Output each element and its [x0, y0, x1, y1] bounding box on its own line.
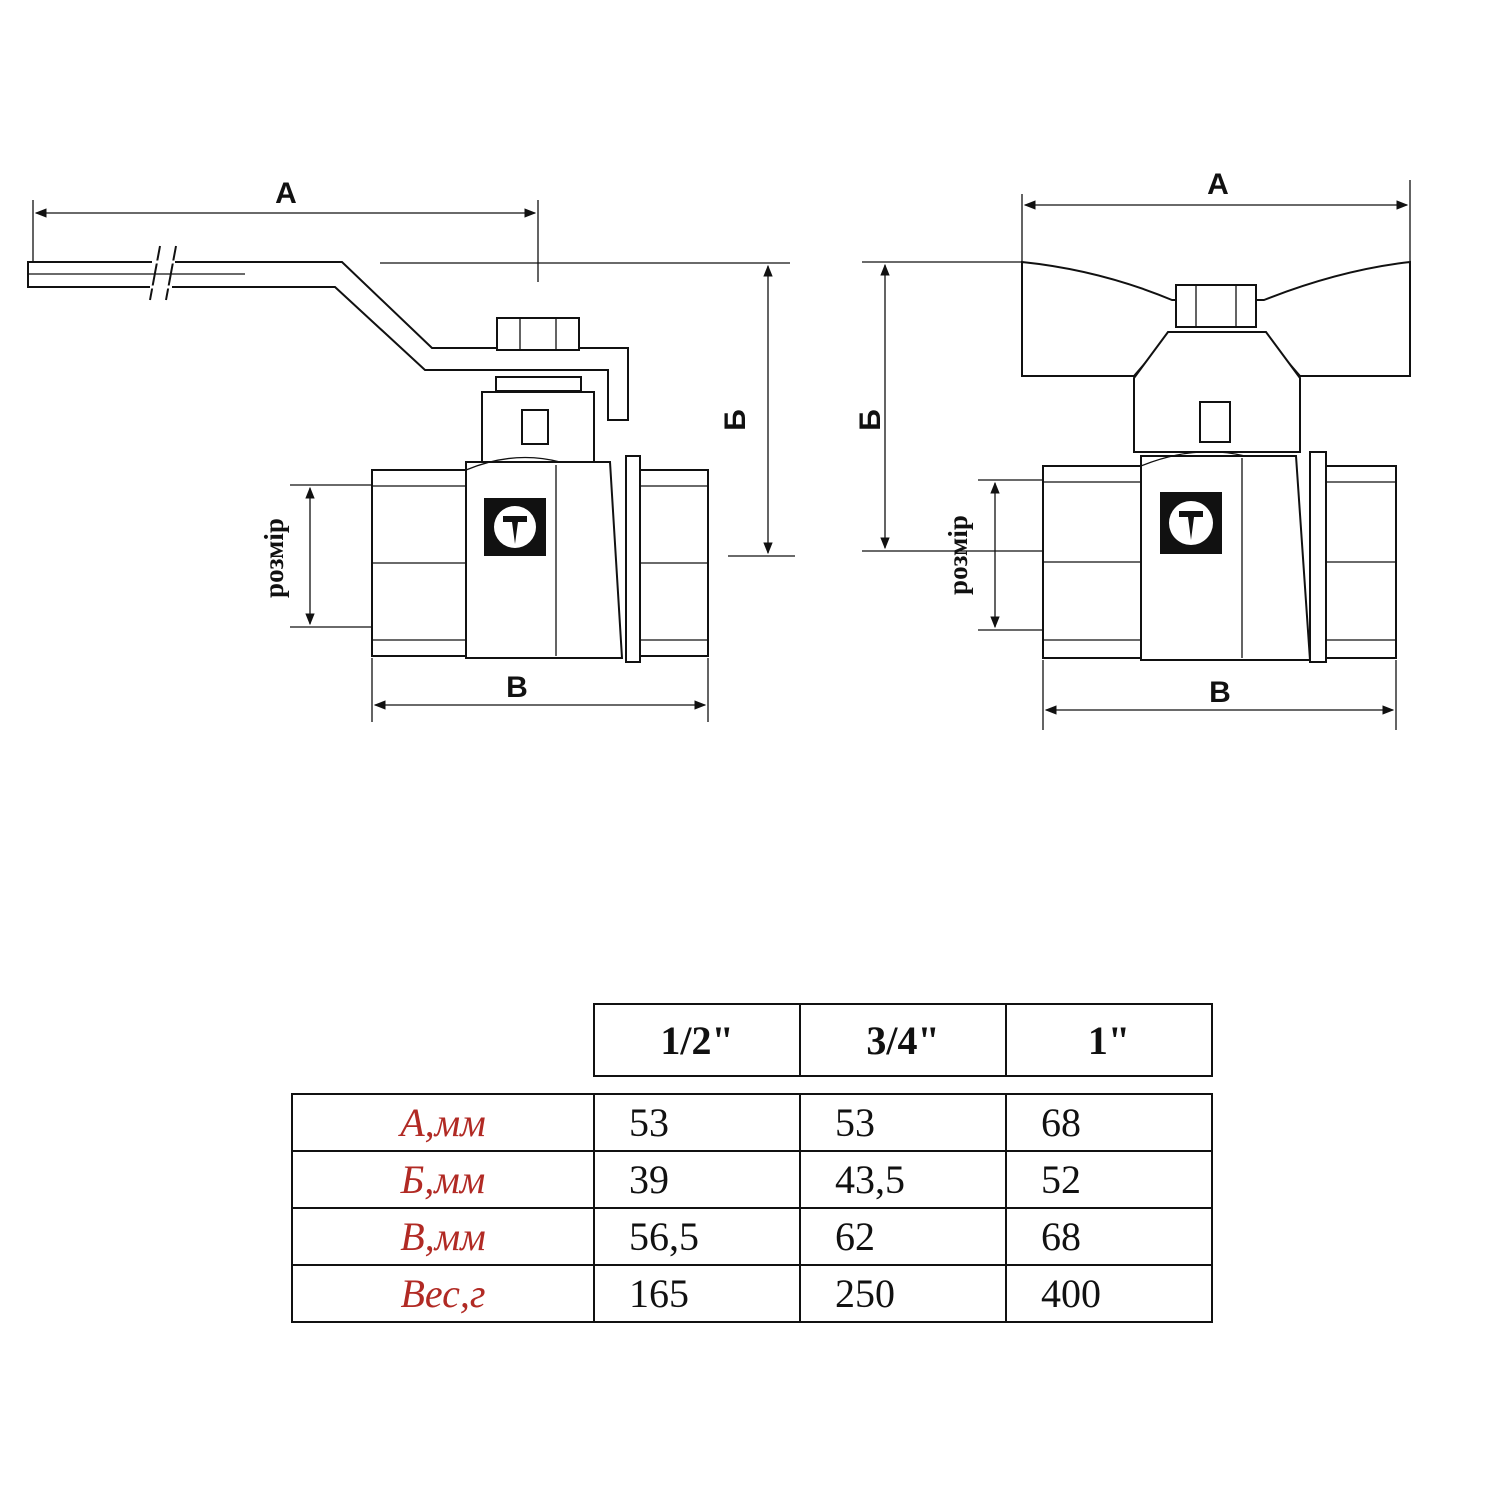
column-header: 3/4": [799, 1003, 1006, 1077]
table-cell: 62: [799, 1207, 1006, 1266]
table-cell: 68: [1005, 1093, 1213, 1152]
table-cell: 56,5: [593, 1207, 800, 1266]
table-cell: 250: [799, 1264, 1006, 1323]
valve-diagram: A Б: [27, 168, 1411, 730]
row-label: В,мм: [291, 1207, 595, 1266]
right-dim-v-label: B: [1209, 676, 1231, 709]
table-cell: 39: [593, 1150, 800, 1209]
table-corner: [292, 1004, 594, 1076]
table-cell: 400: [1005, 1264, 1213, 1323]
left-size-label: розмір: [259, 518, 289, 598]
specification-table: 1/2" 3/4" 1" А,мм 53 53 68 Б,мм 39 43,5 …: [291, 1003, 1213, 1323]
left-valve-drawing: A Б: [27, 177, 795, 722]
table-cell: 53: [799, 1093, 1006, 1152]
table-row: А,мм 53 53 68: [291, 1093, 1213, 1152]
table-cell: 68: [1005, 1207, 1213, 1266]
left-dim-a-label: A: [275, 177, 297, 210]
row-label: Вес,г: [291, 1264, 595, 1323]
table-gap: [292, 1076, 1212, 1094]
row-label: Б,мм: [291, 1150, 595, 1209]
column-header: 1": [1005, 1003, 1213, 1077]
right-valve-drawing: A Б розмір: [854, 168, 1411, 730]
row-label: А,мм: [291, 1093, 595, 1152]
table-cell: 165: [593, 1264, 800, 1323]
table-cell: 52: [1005, 1150, 1213, 1209]
right-dim-a-label: A: [1207, 168, 1229, 201]
column-header: 1/2": [593, 1003, 800, 1077]
left-dim-v-label: B: [506, 671, 528, 704]
table-row: Вес,г 165 250 400: [291, 1264, 1213, 1323]
table-header-row: 1/2" 3/4" 1": [292, 1003, 1213, 1077]
left-dim-b-cyr-label: Б: [719, 409, 752, 431]
right-dim-b-cyr-label: Б: [854, 409, 887, 431]
table-cell: 43,5: [799, 1150, 1006, 1209]
table-cell: 53: [593, 1093, 800, 1152]
right-size-label: розмір: [943, 515, 973, 595]
table-row: Б,мм 39 43,5 52: [291, 1150, 1213, 1209]
table-row: В,мм 56,5 62 68: [291, 1207, 1213, 1266]
